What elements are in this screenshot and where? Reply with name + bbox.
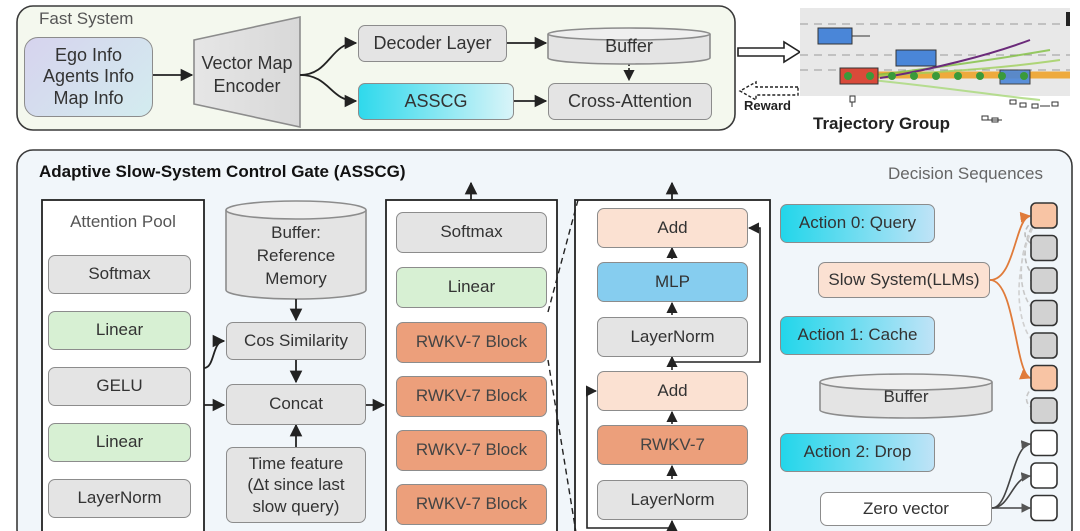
sequence-cell-cache: [1030, 267, 1058, 294]
encoder-shape: [193, 16, 301, 128]
stack-linear: Linear: [396, 267, 547, 308]
detail-add-bottom: Add: [597, 371, 748, 411]
detail-mlp: MLP: [597, 262, 748, 302]
sequence-cell-cache: [1030, 397, 1058, 424]
pool-layernorm: LayerNorm: [48, 479, 191, 518]
encoder-label: Vector Map Encoder: [201, 53, 293, 96]
trajectory-scene: [800, 8, 1070, 123]
decision-buffer-label: Buffer: [883, 387, 929, 406]
reward-label: Reward: [744, 98, 791, 113]
detail-layernorm-bottom: LayerNorm: [597, 480, 748, 520]
map-info-label: Map Info: [53, 87, 124, 108]
sequence-cell-drop: [1030, 462, 1058, 489]
asscg-label: ASSCG: [404, 90, 468, 111]
sequence-cell-query: [1030, 364, 1058, 392]
fast-system-title: Fast System: [39, 9, 134, 28]
stack-rwkv-block-3: RWKV-7 Block: [396, 430, 547, 471]
action-cache-box: Action 1: Cache: [780, 316, 935, 355]
stack-rwkv-block-4: RWKV-7 Block: [396, 484, 547, 525]
action-drop-box: Action 2: Drop: [780, 433, 935, 472]
stack-rwkv-block-1: RWKV-7 Block: [396, 322, 547, 363]
sequence-cell-cache: [1030, 332, 1058, 359]
pool-softmax: Softmax: [48, 255, 191, 294]
trajectory-group-label: Trajectory Group: [813, 114, 950, 133]
ego-info-label: Ego Info: [54, 44, 123, 65]
detail-add-top: Add: [597, 208, 748, 248]
action-query-box: Action 0: Query: [780, 204, 935, 243]
sequence-cell-cache: [1030, 234, 1058, 262]
cos-similarity-box: Cos Similarity: [226, 322, 366, 360]
reference-memory-label: Buffer: Reference Memory: [256, 223, 336, 288]
pool-gelu: GELU: [48, 367, 191, 406]
pool-linear-1: Linear: [48, 311, 191, 350]
detail-rwkv-7: RWKV-7: [597, 425, 748, 465]
agents-info-label: Agents Info: [42, 66, 135, 87]
reference-buffer-cylinder: [225, 200, 367, 300]
fast-buffer-label: Buffer: [605, 36, 653, 56]
time-feature-box: Time feature (Δt since last slow query): [226, 447, 366, 523]
decoder-layer-box: Decoder Layer: [358, 25, 507, 62]
stack-rwkv-block-2: RWKV-7 Block: [396, 376, 547, 417]
zero-vector-box: Zero vector: [820, 492, 992, 526]
fast-buffer-cylinder: [547, 27, 711, 65]
decision-sequence-cells: [1030, 202, 1058, 522]
decision-buffer-cylinder: [819, 373, 993, 419]
attention-pool-title: Attention Pool: [70, 212, 176, 231]
sequence-cell-drop: [1030, 429, 1058, 457]
asscg-panel-title: Adaptive Slow-System Control Gate (ASSCG…: [39, 162, 406, 181]
input-info-box: Ego Info Agents Info Map Info: [24, 37, 153, 117]
sequence-cell-cache: [1030, 299, 1058, 327]
cross-attention-box: Cross-Attention: [548, 83, 712, 120]
detail-layernorm-top: LayerNorm: [597, 317, 748, 357]
stack-softmax: Softmax: [396, 212, 547, 253]
asscg-box: ASSCG: [358, 83, 514, 120]
concat-box: Concat: [226, 384, 366, 425]
decision-sequences-label: Decision Sequences: [888, 164, 1043, 183]
slow-system-box: Slow System(LLMs): [818, 262, 990, 298]
sequence-cell-drop: [1030, 494, 1058, 522]
sequence-cell-query: [1030, 202, 1058, 229]
pool-linear-2: Linear: [48, 423, 191, 462]
